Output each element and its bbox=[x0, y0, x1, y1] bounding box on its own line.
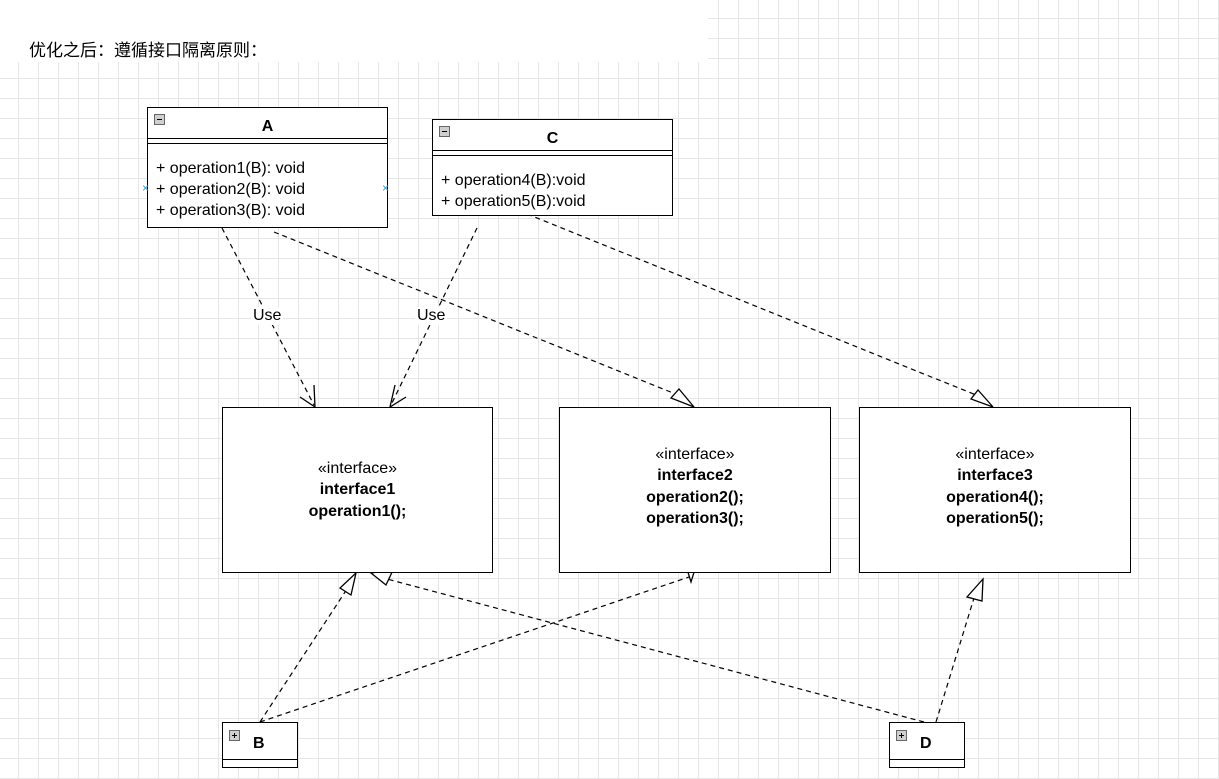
realization-a-to-interface2[interactable] bbox=[273, 231, 684, 398]
class-a[interactable]: A + operation1(B): void + operation2(B):… bbox=[147, 107, 388, 228]
hollow-triangle-1 bbox=[669, 388, 695, 408]
interface2-operation-1: operation2(); bbox=[646, 488, 744, 506]
class-b[interactable]: B bbox=[222, 722, 298, 768]
open-arrowhead-2 bbox=[389, 384, 407, 409]
class-b-name: B bbox=[253, 735, 265, 752]
interface1-box[interactable]: «interface» interface1 operation1(); bbox=[222, 407, 493, 573]
class-c-attributes bbox=[433, 151, 672, 156]
selection-handle-icon[interactable]: × bbox=[382, 181, 390, 195]
open-arrowhead-1 bbox=[299, 384, 316, 409]
interface3-name: interface3 bbox=[957, 467, 1033, 484]
use-label-c: Use bbox=[415, 307, 448, 325]
header-background bbox=[0, 0, 708, 62]
class-a-name: A bbox=[261, 118, 274, 135]
class-c-operation-2[interactable]: + operation5(B):void bbox=[441, 193, 586, 210]
realization-c-to-interface3[interactable] bbox=[526, 213, 982, 398]
class-a-operations: + operation1(B): void + operation2(B): v… bbox=[148, 144, 387, 221]
interface2-operation-2: operation3(); bbox=[646, 510, 744, 527]
class-d-name: D bbox=[920, 735, 932, 752]
dependency-c-to-interface1[interactable] bbox=[390, 227, 478, 406]
interface1-stereotype: «interface» bbox=[317, 459, 398, 477]
class-a-operation-2[interactable]: + operation2(B): void bbox=[156, 181, 305, 198]
class-a-header: A bbox=[148, 108, 387, 139]
class-a-attributes bbox=[148, 139, 387, 144]
use-label-a: Use bbox=[251, 307, 284, 325]
class-c-name: C bbox=[546, 130, 559, 147]
expand-icon[interactable] bbox=[896, 730, 907, 741]
interface3-stereotype: «interface» bbox=[955, 445, 1035, 463]
interface2-box[interactable]: «interface» interface2 operation2(); ope… bbox=[559, 407, 831, 573]
class-c[interactable]: C + operation4(B):void + operation5(B):v… bbox=[432, 119, 673, 216]
class-c-operation-1[interactable]: + operation4(B):void bbox=[441, 172, 586, 189]
hollow-triangle-2 bbox=[969, 388, 994, 408]
interface3-operation-1: operation4(); bbox=[946, 488, 1044, 506]
selection-handle-icon[interactable]: × bbox=[142, 181, 150, 195]
class-b-divider bbox=[223, 759, 297, 761]
collapse-icon[interactable] bbox=[439, 126, 450, 137]
class-a-operation-1[interactable]: + operation1(B): void bbox=[156, 160, 305, 177]
class-c-operations: + operation4(B):void + operation5(B):voi… bbox=[433, 156, 672, 212]
interface2-stereotype: «interface» bbox=[655, 445, 735, 463]
interface1-operation-1: operation1(); bbox=[308, 502, 407, 520]
interface3-operation-2: operation5(); bbox=[946, 510, 1044, 527]
realization-d-to-interface1[interactable] bbox=[386, 578, 925, 723]
class-a-operation-3[interactable]: + operation3(B): void bbox=[156, 202, 305, 219]
hollow-triangle-6 bbox=[965, 577, 984, 602]
interface2-name: interface2 bbox=[657, 467, 733, 484]
collapse-icon[interactable] bbox=[154, 114, 165, 125]
realization-d-to-interface3[interactable] bbox=[935, 597, 975, 723]
hollow-triangle-3 bbox=[338, 571, 358, 597]
page-title: 优化之后：遵循接口隔离原则： bbox=[29, 41, 267, 61]
class-d-divider bbox=[890, 759, 964, 761]
class-d[interactable]: D bbox=[889, 722, 965, 768]
interface1-name: interface1 bbox=[319, 481, 396, 499]
realization-b-to-interface2[interactable] bbox=[259, 575, 693, 723]
class-c-header: C bbox=[433, 120, 672, 151]
expand-icon[interactable] bbox=[229, 730, 240, 741]
interface3-box[interactable]: «interface» interface3 operation4(); ope… bbox=[859, 407, 1131, 573]
realization-b-to-interface1[interactable] bbox=[259, 588, 348, 723]
